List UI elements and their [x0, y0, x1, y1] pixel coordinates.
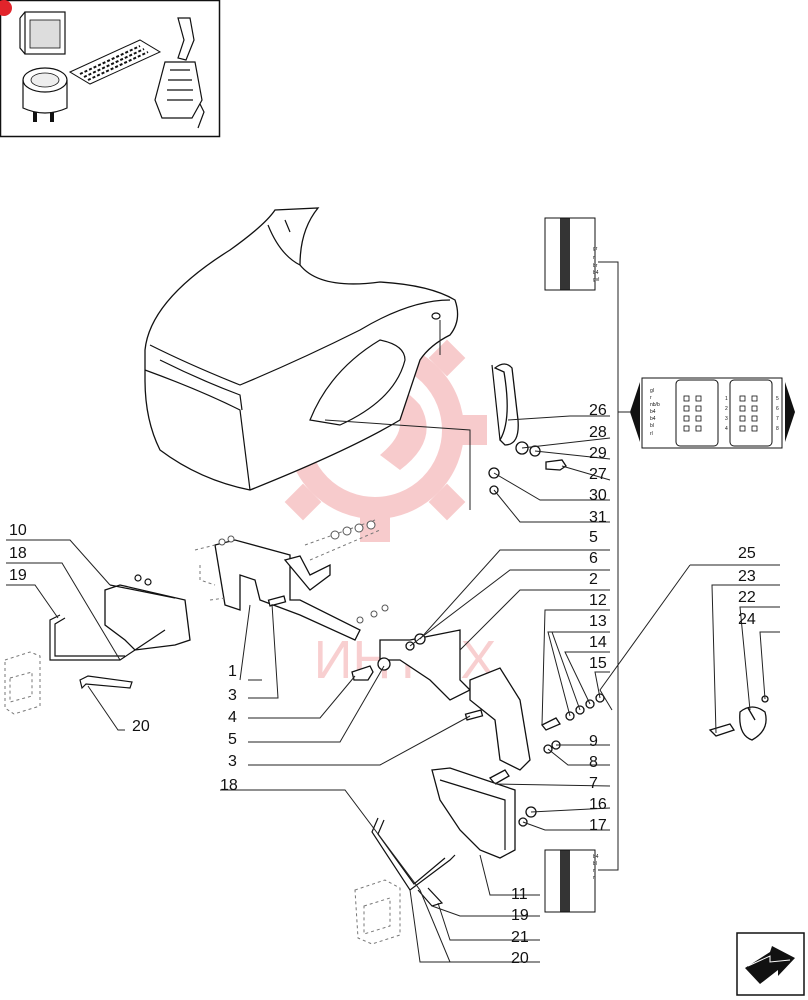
- callout-31: 31: [589, 509, 607, 526]
- callout-20: 20: [132, 718, 150, 735]
- connector-bottom: b4 bl r r: [544, 849, 599, 913]
- connector-middle-right-pin: 4: [725, 426, 728, 432]
- callout-7: 7: [589, 775, 598, 792]
- callout-18: 18: [220, 777, 238, 794]
- callout-12: 12: [589, 592, 607, 609]
- connector-top: gr r br b4 gvl: [544, 217, 599, 291]
- callout-3: 3: [228, 753, 237, 770]
- callout-22: 22: [738, 589, 756, 606]
- connector-middle-right-pin: 8: [776, 426, 779, 432]
- kit-thumbnail-icon: [0, 0, 221, 138]
- callout-6: 6: [589, 550, 598, 567]
- callout-11: 11: [511, 886, 528, 903]
- callout-labels: 26 28 29 27 30 31 5 6 2 12 13 14 15 9 8 …: [9, 402, 756, 967]
- callout-3: 3: [228, 687, 237, 704]
- connector-middle-left-pin: b4: [650, 416, 656, 422]
- callout-19: 19: [511, 907, 529, 924]
- callout-5: 5: [589, 529, 598, 546]
- red-badge-icon: [0, 0, 12, 16]
- callout-18: 18: [9, 545, 27, 562]
- callout-5: 5: [228, 731, 237, 748]
- callout-1: 1: [228, 663, 237, 680]
- connector-top-pin: gr: [593, 246, 598, 252]
- callout-29: 29: [589, 445, 607, 462]
- connector-bottom-pin: bl: [593, 861, 597, 867]
- callout-28: 28: [589, 424, 607, 441]
- callout-10: 10: [9, 522, 27, 539]
- callout-14: 14: [589, 634, 607, 651]
- callout-13: 13: [589, 613, 607, 630]
- connector-top-pin: br: [593, 263, 598, 269]
- callout-15: 15: [589, 655, 607, 672]
- callout-17: 17: [589, 817, 607, 834]
- connector-middle-left-pin: rl: [650, 431, 653, 437]
- callout-2: 2: [589, 571, 598, 588]
- callout-30: 30: [589, 487, 607, 504]
- connector-middle-right-pin: 5: [776, 396, 779, 402]
- reference-box-bottom: [354, 879, 401, 945]
- connector-middle-right-pin: 3: [725, 416, 728, 422]
- callout-27: 27: [589, 466, 607, 483]
- leader-lines: [6, 415, 780, 963]
- connector-middle-right-pin: 2: [725, 406, 728, 412]
- connector-middle-right-pin: 1: [725, 396, 728, 402]
- connector-middle-left-pin: b4: [650, 409, 656, 415]
- callout-26: 26: [589, 402, 607, 419]
- callout-4: 4: [228, 709, 237, 726]
- main-bracket-assembly: [194, 519, 531, 771]
- callout-24: 24: [738, 611, 756, 628]
- connector-bottom-pin: b4: [593, 854, 599, 860]
- connector-bottom-pin: r: [593, 875, 595, 881]
- connector-top-pin: r: [593, 255, 595, 261]
- console-housing: [144, 207, 459, 491]
- reference-box-left: [4, 651, 41, 715]
- connector-middle-left-pin: gl: [650, 388, 654, 394]
- connector-middle-left-pin: r: [650, 395, 652, 401]
- next-page-arrow-icon[interactable]: [736, 932, 805, 996]
- connector-middle-right-pin: 6: [776, 406, 779, 412]
- callout-9: 9: [589, 733, 598, 750]
- callout-21: 21: [511, 929, 529, 946]
- callout-23: 23: [738, 568, 756, 585]
- callout-25: 25: [738, 545, 756, 562]
- callout-20: 20: [511, 950, 529, 967]
- connector-top-pin: b4: [593, 270, 599, 276]
- connector-middle-left-pin: nb/b: [650, 402, 660, 408]
- connector-top-pin: gvl: [593, 277, 599, 283]
- connector-middle: gl r nb/b b4 b4 bl rl 1 2 3 4 5 6 7 8: [630, 377, 795, 449]
- connector-middle-right-pin: 7: [776, 416, 779, 422]
- connector-bottom-pin: r: [593, 868, 595, 874]
- callout-8: 8: [589, 754, 598, 771]
- callout-19: 19: [9, 567, 27, 584]
- connector-middle-left-pin: bl: [650, 423, 654, 429]
- callout-16: 16: [589, 796, 607, 813]
